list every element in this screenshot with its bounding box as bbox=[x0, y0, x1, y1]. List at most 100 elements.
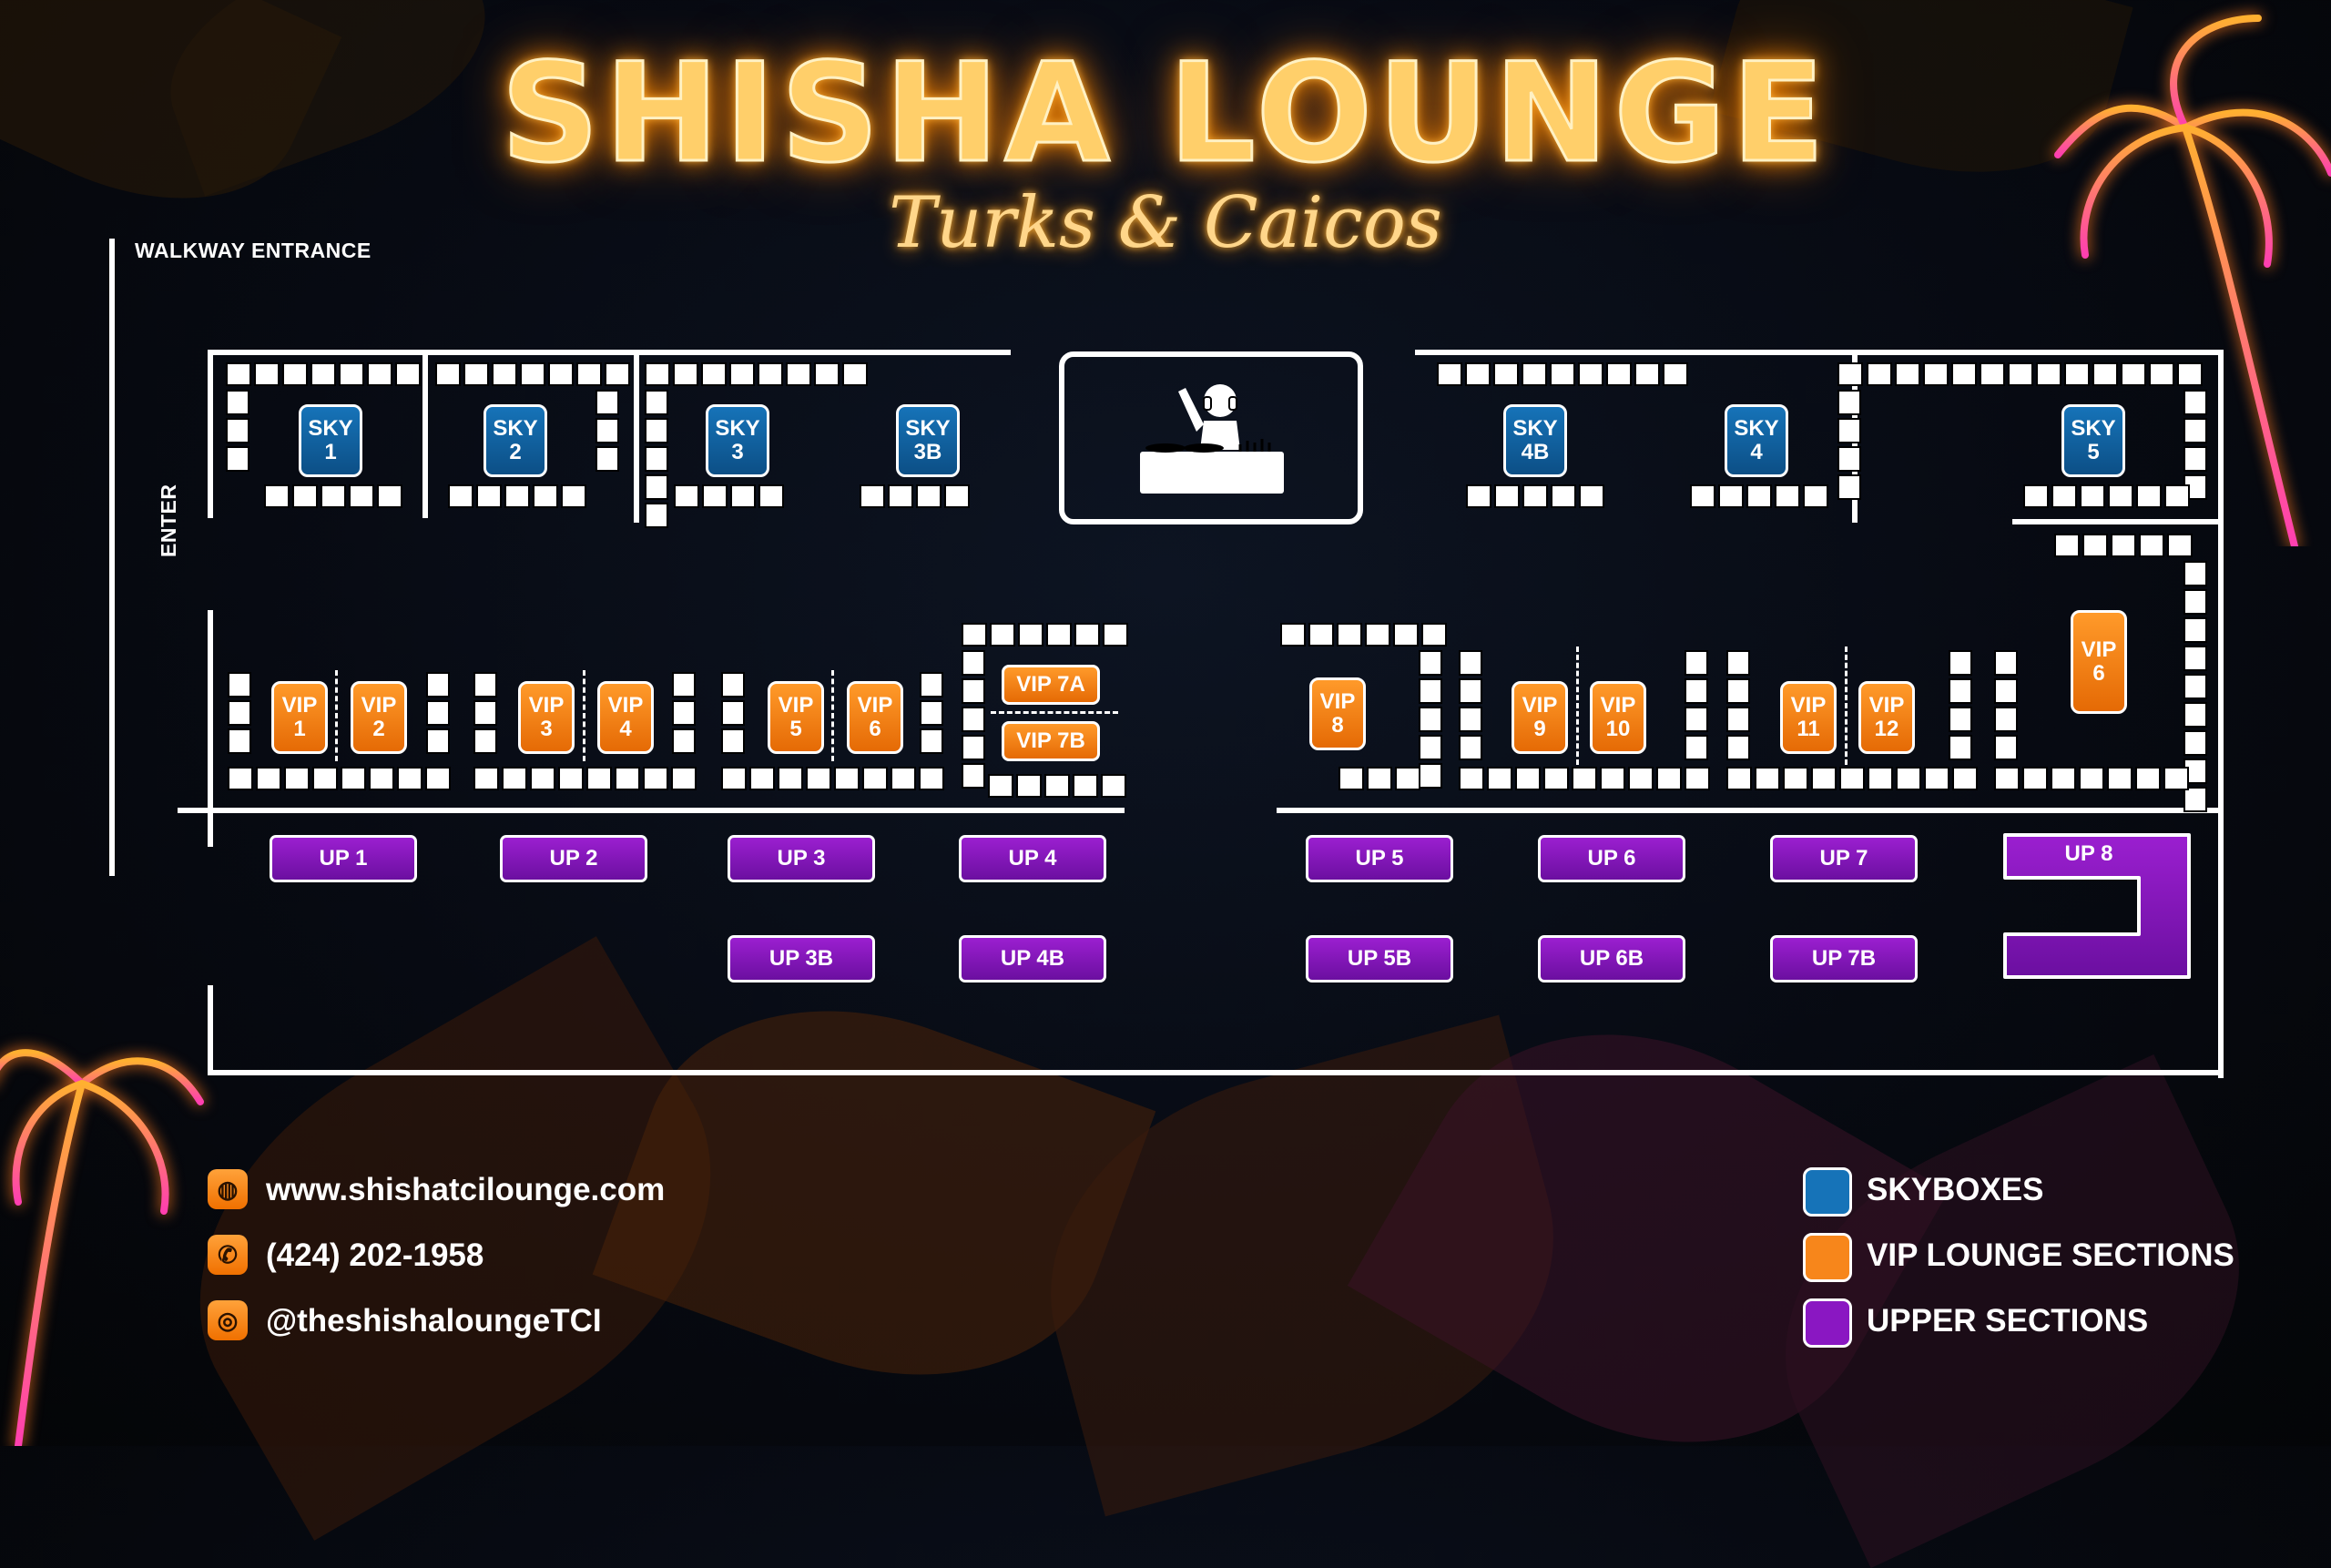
seat bbox=[226, 418, 249, 443]
seat bbox=[1308, 623, 1334, 647]
vip-7a[interactable]: VIP 7A bbox=[1002, 665, 1100, 705]
upper-3[interactable]: UP 3 bbox=[728, 835, 875, 882]
seat bbox=[228, 700, 251, 726]
divider bbox=[831, 670, 834, 761]
legend-swatch-vip bbox=[1803, 1233, 1852, 1282]
outer-wall bbox=[208, 1070, 2224, 1075]
seat bbox=[1685, 767, 1710, 790]
seat bbox=[1980, 362, 2005, 386]
seat bbox=[671, 767, 697, 790]
vip-7b[interactable]: VIP 7B bbox=[1002, 721, 1100, 761]
seat bbox=[2167, 534, 2193, 557]
seat bbox=[254, 362, 280, 386]
seat bbox=[1634, 362, 1660, 386]
seat bbox=[1466, 484, 1491, 508]
partition-wall bbox=[634, 350, 639, 523]
website-link[interactable]: www.shishatcilounge.com bbox=[266, 1172, 666, 1207]
seat bbox=[2092, 362, 2118, 386]
seat bbox=[310, 362, 336, 386]
seat bbox=[721, 672, 745, 697]
seat bbox=[2051, 484, 2077, 508]
upper-6b[interactable]: UP 6B bbox=[1538, 935, 1685, 983]
seat bbox=[1550, 362, 1575, 386]
seat bbox=[292, 484, 318, 508]
seat bbox=[920, 728, 943, 754]
phone-number[interactable]: (424) 202-1958 bbox=[266, 1237, 484, 1273]
seat bbox=[1487, 767, 1512, 790]
outer-wall bbox=[208, 350, 1011, 355]
seat bbox=[2183, 617, 2207, 643]
seat bbox=[492, 362, 517, 386]
seat bbox=[228, 728, 251, 754]
upper-5[interactable]: UP 5 bbox=[1306, 835, 1453, 882]
enter-label: ENTER bbox=[157, 484, 180, 557]
upper-2[interactable]: UP 2 bbox=[500, 835, 647, 882]
seat bbox=[256, 767, 281, 790]
seat bbox=[1522, 484, 1548, 508]
seat bbox=[533, 484, 558, 508]
seat bbox=[1726, 650, 1750, 676]
upper-8[interactable]: UP 8 bbox=[2002, 832, 2192, 980]
upper-4[interactable]: UP 4 bbox=[959, 835, 1106, 882]
outer-wall bbox=[208, 985, 213, 1074]
seat bbox=[1016, 774, 1042, 798]
upper-6[interactable]: UP 6 bbox=[1538, 835, 1685, 882]
seat bbox=[226, 362, 251, 386]
seat bbox=[426, 672, 450, 697]
seat bbox=[1018, 623, 1043, 647]
upper-8-label: UP 8 bbox=[2064, 841, 2113, 866]
seat bbox=[1101, 774, 1126, 798]
seat bbox=[576, 362, 602, 386]
legend-label-upper: UPPER SECTIONS bbox=[1867, 1303, 2149, 1339]
seat bbox=[1459, 678, 1482, 704]
upper-5b[interactable]: UP 5B bbox=[1306, 935, 1453, 983]
seat bbox=[1726, 767, 1752, 790]
partition-wall bbox=[422, 350, 428, 518]
seat bbox=[721, 700, 745, 726]
upper-4b[interactable]: UP 4B bbox=[959, 935, 1106, 983]
seat bbox=[2036, 362, 2061, 386]
divider bbox=[1845, 647, 1847, 765]
upper-7b[interactable]: UP 7B bbox=[1770, 935, 1918, 983]
seat bbox=[2139, 534, 2164, 557]
seat bbox=[1419, 707, 1442, 732]
seat bbox=[2079, 767, 2104, 790]
seat bbox=[645, 418, 668, 443]
instagram-handle[interactable]: @theshishaloungeTCI bbox=[266, 1303, 602, 1339]
seat bbox=[1419, 650, 1442, 676]
upper-7[interactable]: UP 7 bbox=[1770, 835, 1918, 882]
seat bbox=[1419, 678, 1442, 704]
seat bbox=[1419, 763, 1442, 789]
seat bbox=[672, 728, 696, 754]
seat bbox=[1395, 767, 1420, 790]
upper-3b[interactable]: UP 3B bbox=[728, 935, 875, 983]
seat bbox=[962, 763, 985, 789]
seat bbox=[1867, 362, 1892, 386]
legend-swatch-skyboxes bbox=[1803, 1167, 1852, 1217]
seat bbox=[1837, 418, 1861, 443]
upper-1[interactable]: UP 1 bbox=[270, 835, 417, 882]
seat bbox=[1459, 707, 1482, 732]
seat bbox=[282, 362, 308, 386]
outer-wall bbox=[208, 610, 213, 847]
seat bbox=[1628, 767, 1654, 790]
